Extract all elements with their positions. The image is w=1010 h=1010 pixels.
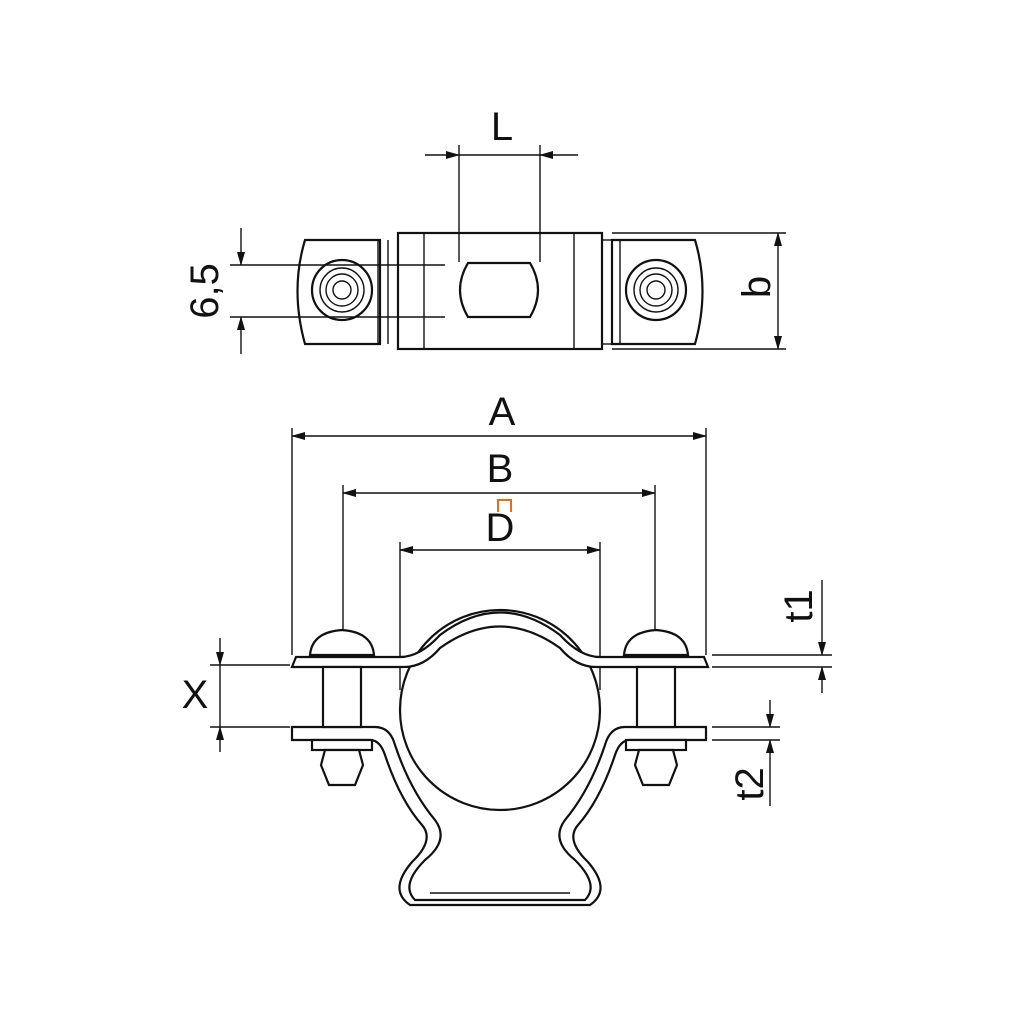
dimension-t2: t2 [712,700,780,806]
bolt-left [308,628,376,787]
label-B: B [487,447,514,491]
label-6-5: 6,5 [183,263,227,319]
label-t1: t1 [777,589,821,622]
marker-icon [497,499,512,512]
dimension-6-5: 6,5 [183,228,445,354]
dimension-D: D [399,506,601,690]
dimension-t1: t1 [712,580,832,693]
label-b: b [735,276,779,298]
label-L: L [491,105,513,149]
slot [458,261,540,319]
top-view [296,231,704,351]
bolt-right [622,628,690,787]
dimension-L: L [425,105,578,262]
dimension-b: b [612,232,786,350]
dimension-X: X [182,638,290,752]
bolt-head-left [310,258,374,322]
dimension-A: A [291,390,707,655]
bolt-head-right [624,258,688,322]
label-X: X [182,673,209,717]
dimension-B: B [342,447,656,630]
label-t2: t2 [728,767,772,800]
label-A: A [489,390,516,434]
front-view [290,608,710,907]
pipe [398,608,602,812]
label-D: D [486,506,515,550]
